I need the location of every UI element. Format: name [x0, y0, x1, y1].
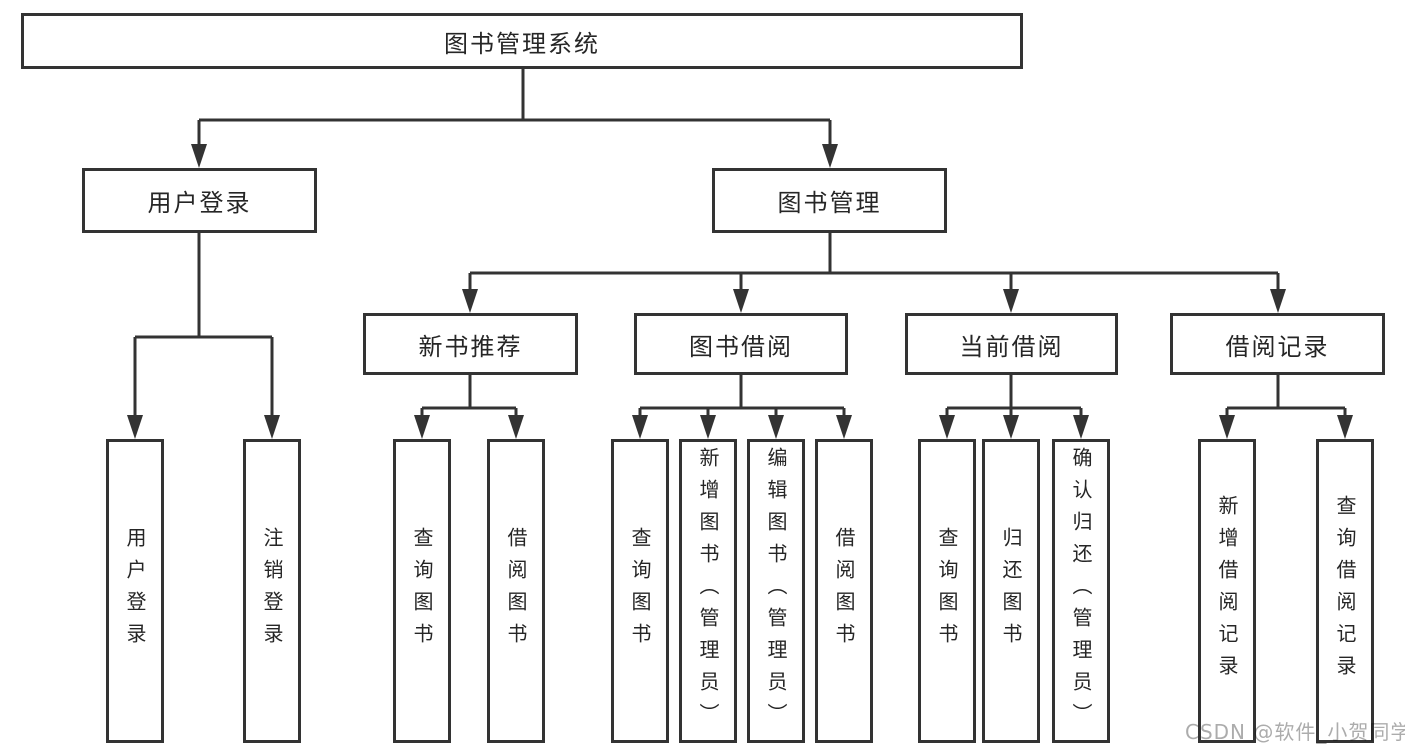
leaf-label: 查询图书: [935, 527, 959, 655]
arrow-down-icon: [1270, 289, 1286, 313]
leaf-query-books-borrow: 查询图书: [611, 439, 669, 743]
arrow-down-icon: [127, 415, 143, 439]
leaf-borrow-books: 借阅图书: [815, 439, 873, 743]
arrow-down-icon: [822, 144, 838, 168]
leaf-add-book-admin: 新增图书（管理员）: [679, 439, 737, 743]
node-borrow-records: 借阅记录: [1170, 313, 1385, 375]
arrow-down-icon: [191, 144, 207, 168]
leaf-add-borrow-record: 新增借阅记录: [1198, 439, 1256, 743]
leaf-confirm-return-admin: 确认归还（管理员）: [1052, 439, 1110, 743]
leaf-borrow-books-recommend: 借阅图书: [487, 439, 545, 743]
arrow-down-icon: [1073, 415, 1089, 439]
leaf-label: 查询借阅记录: [1333, 495, 1357, 687]
leaf-query-books-current: 查询图书: [918, 439, 976, 743]
arrow-down-icon: [939, 415, 955, 439]
arrow-down-icon: [632, 415, 648, 439]
arrow-down-icon: [508, 415, 524, 439]
arrow-down-icon: [836, 415, 852, 439]
leaf-label: 查询图书: [628, 527, 652, 655]
leaf-query-books-recommend: 查询图书: [393, 439, 451, 743]
leaf-label: 借阅图书: [504, 527, 528, 655]
node-book-management: 图书管理: [712, 168, 947, 233]
arrow-down-icon: [1003, 289, 1019, 313]
leaf-label: 查询图书: [410, 527, 434, 655]
arrowhead-icons: [127, 144, 1353, 439]
node-book-borrow: 图书借阅: [634, 313, 848, 375]
leaf-label: 编辑图书（管理员）: [764, 447, 788, 735]
node-new-book-recommend: 新书推荐: [363, 313, 578, 375]
leaf-label: 归还图书: [999, 527, 1023, 655]
arrow-down-icon: [1337, 415, 1353, 439]
leaf-label: 新增图书（管理员）: [696, 447, 720, 735]
arrow-down-icon: [414, 415, 430, 439]
csdn-watermark: CSDN @软件_小贺同学: [1185, 720, 1405, 744]
connector-path: [133, 69, 1347, 418]
node-system-root: 图书管理系统: [21, 13, 1023, 69]
node-current-borrow: 当前借阅: [905, 313, 1118, 375]
connector-group: [127, 69, 1353, 439]
leaf-user-login: 用户登录: [106, 439, 164, 743]
leaf-label: 新增借阅记录: [1215, 495, 1239, 687]
arrow-down-icon: [768, 415, 784, 439]
leaf-query-borrow-record: 查询借阅记录: [1316, 439, 1374, 743]
arrow-down-icon: [264, 415, 280, 439]
arrow-down-icon: [462, 289, 478, 313]
leaf-label: 用户登录: [123, 527, 147, 655]
leaf-label: 注销登录: [260, 527, 284, 655]
leaf-label: 借阅图书: [832, 527, 856, 655]
arrow-down-icon: [1219, 415, 1235, 439]
leaf-logout: 注销登录: [243, 439, 301, 743]
leaf-label: 确认归还（管理员）: [1069, 447, 1093, 735]
node-user-login: 用户登录: [82, 168, 317, 233]
arrow-down-icon: [1003, 415, 1019, 439]
arrow-down-icon: [733, 289, 749, 313]
leaf-return-book: 归还图书: [982, 439, 1040, 743]
leaf-edit-book-admin: 编辑图书（管理员）: [747, 439, 805, 743]
arrow-down-icon: [700, 415, 716, 439]
